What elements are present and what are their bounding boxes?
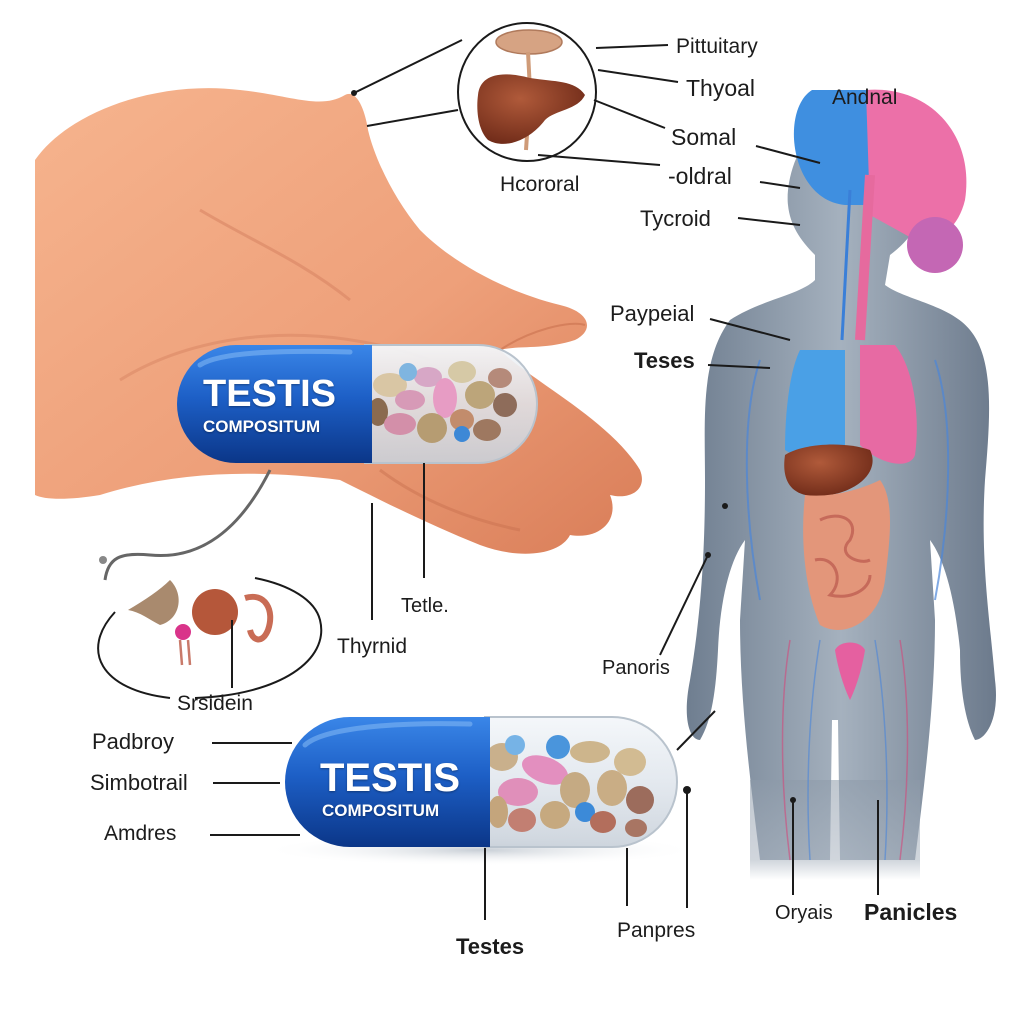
label-simbotrail: Simbotrail xyxy=(90,770,188,795)
label-pituitary: Pittuitary xyxy=(676,35,758,58)
capsule-bottom-brand: TESTIS xyxy=(320,756,461,800)
label-amdres: Amdres xyxy=(104,822,177,845)
label-panoris: Panoris xyxy=(602,657,670,679)
organ-inset-bottom xyxy=(97,469,323,699)
label-andnal: Andnal xyxy=(832,86,898,109)
capsule-bottom-granules xyxy=(486,735,654,837)
label-thyoal: Thyoal xyxy=(686,75,756,101)
label-teses: Teses xyxy=(634,348,695,373)
leader-dots xyxy=(351,90,796,803)
human-body-figure xyxy=(686,89,996,880)
label-oryais: Oryais xyxy=(775,902,833,924)
label-srsidein: Srsidein xyxy=(177,692,253,715)
label-hcororal: Hcororal xyxy=(500,173,580,196)
label-testes: Testes xyxy=(456,934,525,959)
capsule-top xyxy=(177,344,538,464)
label-thyrnid: Thyrnid xyxy=(337,635,408,658)
leader-lines xyxy=(210,39,879,920)
label-tetle: Tetle. xyxy=(401,595,449,617)
hand-illustration xyxy=(35,88,642,554)
label-paypeial: Paypeial xyxy=(610,301,695,326)
label-panicles: Panicles xyxy=(864,899,958,925)
capsule-bottom-subtitle: COMPOSITUM xyxy=(322,801,440,820)
capsule-bottom xyxy=(260,716,700,866)
label-somal: Somal xyxy=(671,124,737,150)
organ-inset-top xyxy=(457,22,597,162)
label-padbroy: Padbroy xyxy=(92,729,174,754)
label-panpres: Panpres xyxy=(617,919,696,942)
label-oldral: -oldral xyxy=(668,163,732,189)
capsule-top-brand: TESTIS xyxy=(203,373,337,415)
label-tycroid: Tycroid xyxy=(640,206,711,231)
capsule-top-granules xyxy=(368,361,517,443)
capsule-top-subtitle: COMPOSITUM xyxy=(203,417,321,436)
